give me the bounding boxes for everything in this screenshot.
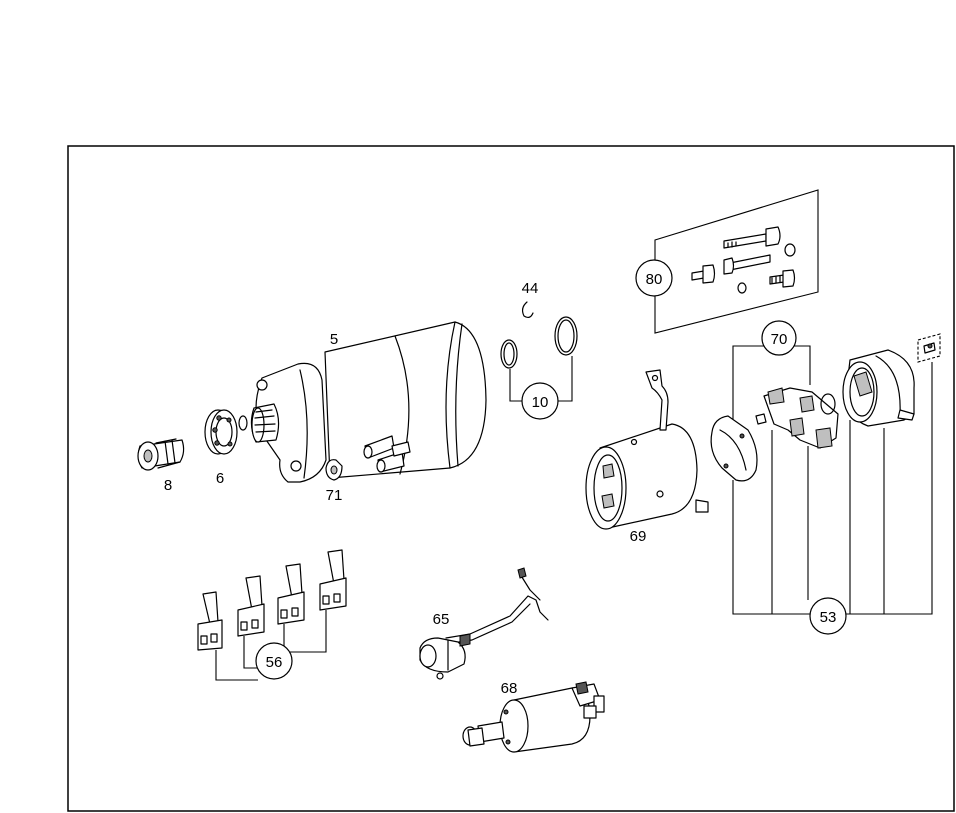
diagram-frame <box>67 145 955 812</box>
solenoid-harness-drawing[interactable] <box>419 567 549 680</box>
callout-71[interactable]: 71 <box>326 487 343 504</box>
end-cap-drawing[interactable] <box>842 349 915 427</box>
callout-5[interactable]: 5 <box>330 331 338 348</box>
bearing-drawing[interactable] <box>204 409 248 455</box>
solenoid-switch-label: 68 <box>501 680 518 697</box>
bearing-label: 6 <box>216 470 224 487</box>
callout-44[interactable]: 44 <box>522 280 539 297</box>
solenoid-switch-drawing[interactable] <box>462 681 605 753</box>
o-ring-set-label: 10 <box>532 394 549 411</box>
circlip-label: 44 <box>522 280 539 297</box>
starter-motor-drawing[interactable] <box>250 321 487 483</box>
screw-drawing[interactable] <box>917 333 941 363</box>
bolt-kit-label: 80 <box>646 271 663 288</box>
circlip-drawing[interactable] <box>521 301 534 319</box>
pinion-drawing[interactable] <box>137 438 185 471</box>
callout-circle <box>255 642 293 680</box>
callout-80[interactable]: 80 <box>635 259 673 297</box>
brush-holder-set-leaders <box>732 362 933 615</box>
callout-circle <box>635 259 673 297</box>
callout-56[interactable]: 56 <box>255 642 293 680</box>
callout-6[interactable]: 6 <box>216 470 224 487</box>
callout-circle <box>761 320 797 356</box>
pinion-label: 8 <box>164 477 172 494</box>
callout-labels: 5 6 8 10 44 53 56 65 68 69 70 71 80 <box>164 259 847 697</box>
brush-holder-drawing[interactable] <box>710 345 839 482</box>
brush-holder-set-label: 53 <box>820 609 837 626</box>
bolt-kit-drawing[interactable] <box>654 189 819 334</box>
field-housing-drawing[interactable] <box>585 369 709 530</box>
callout-70[interactable]: 70 <box>761 320 797 356</box>
callout-65[interactable]: 65 <box>433 611 450 628</box>
nut-drawing[interactable] <box>325 459 343 481</box>
brush-holder-label: 70 <box>771 331 788 348</box>
callout-circle <box>521 382 559 420</box>
field-housing-label: 69 <box>630 528 647 545</box>
callout-68[interactable]: 68 <box>501 680 518 697</box>
callout-53[interactable]: 53 <box>809 597 847 635</box>
o-ring-set-drawing[interactable] <box>500 316 578 402</box>
nut-label: 71 <box>326 487 343 504</box>
callout-69[interactable]: 69 <box>630 528 647 545</box>
callout-circle <box>809 597 847 635</box>
carbon-brush-set-label: 56 <box>266 654 283 671</box>
starter-motor-label: 5 <box>330 331 338 348</box>
callout-8[interactable]: 8 <box>164 477 172 494</box>
carbon-brush-set-drawing[interactable] <box>197 549 347 681</box>
solenoid-harness-label: 65 <box>433 611 450 628</box>
callout-10[interactable]: 10 <box>521 382 559 420</box>
